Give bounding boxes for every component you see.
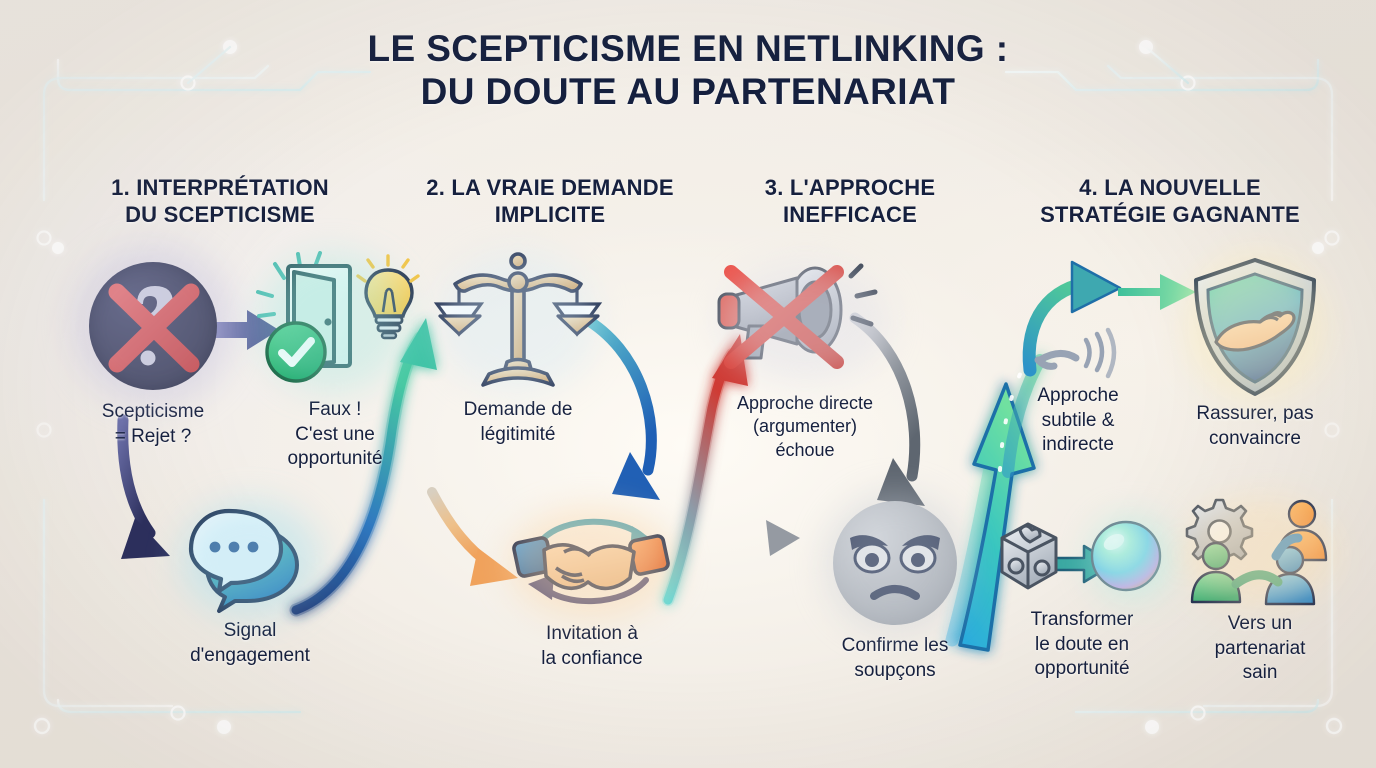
caption-faux-opportunite: Faux ! C'est une opportunité [287, 399, 383, 470]
caption-signal-engagement: Signal d'engagement [190, 620, 310, 666]
node-demande-legitimite: Demande de légitimité [418, 252, 618, 447]
node-confirme-soupcons: Confirme les soupçons [800, 492, 990, 683]
node-transformer-doute: Transformer le doute en opportunité [994, 510, 1174, 682]
caption-transformer-doute: Transformer le doute en opportunité [1030, 609, 1134, 680]
angry-face-icon [833, 501, 957, 625]
column-heading-4: 4. LA NOUVELLE STRATÉGIE GAGNANTE [1000, 175, 1340, 229]
crossed-megaphone-icon [717, 263, 878, 369]
caption-invitation-confiance: Invitation à la confiance [541, 623, 643, 669]
caption-rassurer: Rassurer, pas convaincre [1196, 403, 1314, 449]
node-approche-subtile: Approche subtile & indirecte [1014, 327, 1142, 458]
speech-bubbles-icon [188, 508, 299, 613]
column-heading-1-line-1: 1. INTERPRÉTATION [111, 175, 329, 200]
column-heading-3-line-2: INEFFICACE [783, 201, 917, 227]
node-partenariat-sain: Vers un partenariat sain [1178, 498, 1342, 686]
column-heading-4-line-2: STRATÉGIE GAGNANTE [1040, 201, 1300, 227]
column-heading-2-line-1: 2. LA VRAIE DEMANDE [426, 175, 674, 200]
node-invitation-confiance: Invitation à la confiance [492, 508, 692, 671]
caption-confirme-soupcons: Confirme les soupçons [841, 635, 949, 681]
column-heading-3-line-1: 3. L'APPROCHE [764, 175, 936, 200]
column-heading-1: 1. INTERPRÉTATION DU SCEPTICISME [60, 175, 380, 229]
title-line-2: DU DOUTE AU PARTENARIAT [420, 70, 956, 112]
node-approche-directe: Approche directe (argumenter) échoue [700, 262, 910, 462]
whisper-waves-icon [1034, 327, 1117, 379]
handshake-icon [512, 518, 670, 604]
title-line-1: LE SCEPTICISME EN NETLINKING : [367, 28, 1009, 69]
page-title: LE SCEPTICISME EN NETLINKING : DU DOUTE … [0, 28, 1376, 114]
node-rassurer: Rassurer, pas convaincre [1160, 254, 1350, 451]
column-heading-3: 3. L'APPROCHE INEFFICACE [700, 175, 1000, 229]
caption-partenariat-sain: Vers un partenariat sain [1214, 613, 1306, 684]
column-heading-2-line-2: IMPLICITE [494, 201, 606, 227]
column-heading-2: 2. LA VRAIE DEMANDE IMPLICITE [400, 175, 700, 229]
caption-demande-legitimite: Demande de légitimité [463, 399, 573, 445]
node-faux-opportunite: Faux ! C'est une opportunité [240, 251, 430, 472]
column-heading-1-line-2: DU SCEPTICISME [125, 201, 315, 227]
column-heading-4-line-1: 4. LA NOUVELLE [1079, 175, 1261, 200]
node-scepticisme-rejet: Scepticisme = Rejet ? [58, 244, 248, 449]
caption-approche-subtile: Approche subtile & indirecte [1037, 385, 1119, 456]
crossed-question-circle-icon [89, 262, 217, 390]
node-signal-engagement: Signal d'engagement [150, 501, 350, 668]
caption-approche-directe: Approche directe (argumenter) échoue [736, 393, 874, 460]
